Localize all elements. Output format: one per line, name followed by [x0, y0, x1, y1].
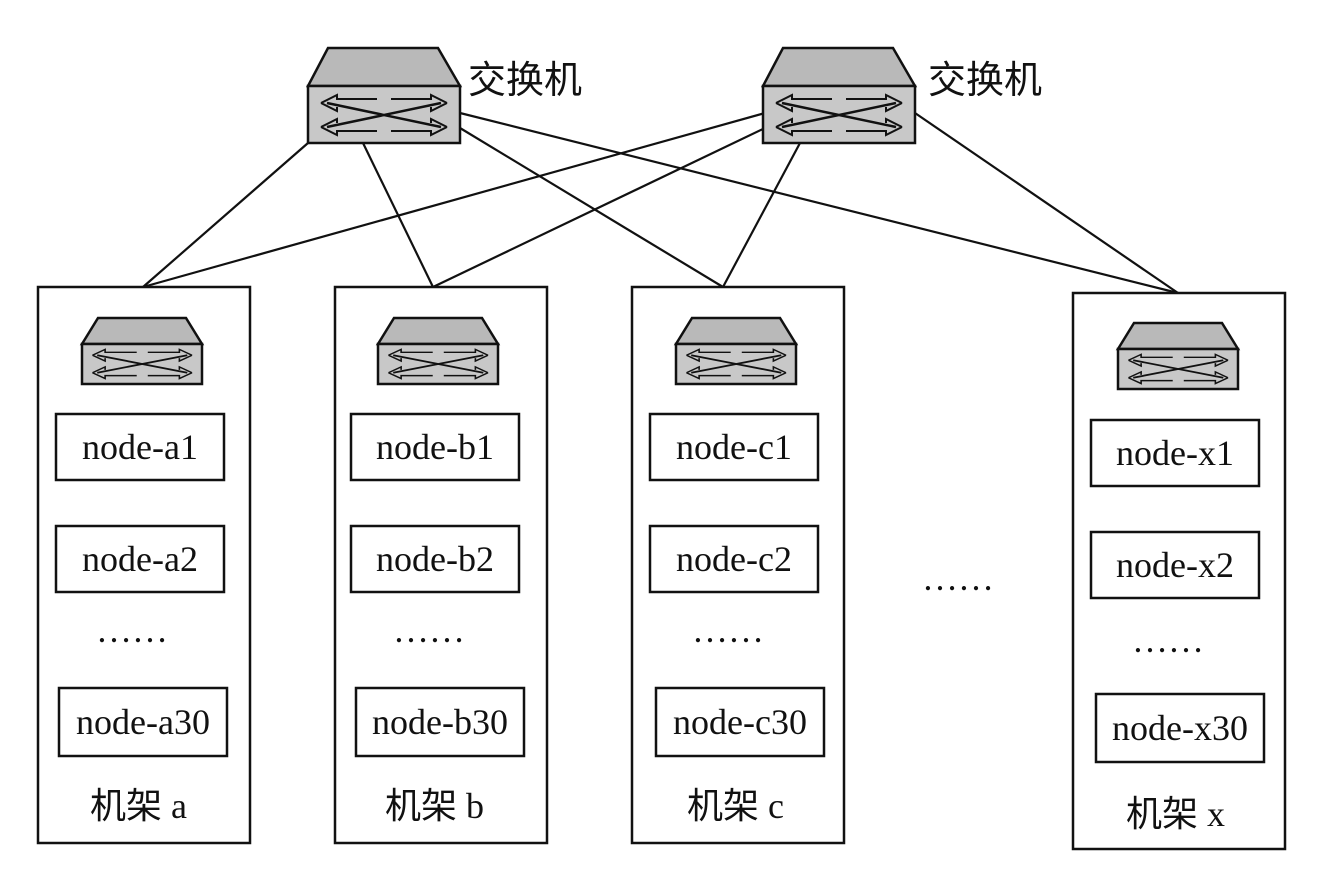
link-sw2-rack-a	[142, 111, 766, 289]
node-label: node-b2	[376, 539, 494, 579]
node-box	[54, 524, 226, 594]
switch-top-face	[760, 46, 918, 88]
rack-switch-icon	[375, 316, 501, 386]
rack-label: 机架 x	[1126, 794, 1225, 834]
core-switch-2-label: 交换机	[928, 58, 1042, 102]
rack-4: node-x1 node-x2 node-x30 …… 机架 x	[1071, 291, 1287, 851]
node-box	[54, 412, 226, 482]
link-sw2-rack-b	[432, 127, 766, 288]
node-label: node-a2	[82, 539, 198, 579]
node-box	[349, 524, 521, 594]
node-box	[654, 686, 826, 758]
node-box	[57, 686, 229, 758]
node-label: node-a30	[76, 702, 210, 742]
node-ellipsis: ……	[1132, 620, 1204, 660]
node-label: node-b1	[376, 427, 494, 467]
switch-top-face	[305, 46, 463, 88]
connection-lines	[142, 111, 1179, 295]
node-label: node-c30	[673, 702, 807, 742]
link-sw1-rack-c	[459, 127, 724, 288]
link-sw2-rack-c	[722, 142, 801, 288]
node-label: node-b30	[372, 702, 508, 742]
between-racks-ellipsis: ……	[922, 558, 994, 598]
node-ellipsis: ……	[393, 610, 465, 650]
rack-label: 机架 b	[385, 786, 484, 826]
node-box	[648, 412, 820, 482]
rack-switch-icon	[673, 316, 799, 386]
node-box	[1089, 530, 1261, 600]
rack-label: 机架 a	[90, 786, 187, 826]
rack-2: node-b1 node-b2 node-b30 …… 机架 b	[333, 285, 549, 845]
node-label: node-x1	[1116, 433, 1234, 473]
node-box	[1094, 692, 1266, 764]
link-sw1-rack-a	[142, 142, 309, 288]
core-switch-1	[305, 46, 463, 145]
node-box	[648, 524, 820, 594]
rack-1: node-a1 node-a2 node-a30 …… 机架 a	[36, 285, 252, 845]
node-box	[349, 412, 521, 482]
node-box	[1089, 418, 1261, 488]
node-label: node-x2	[1116, 545, 1234, 585]
core-switch-1-label: 交换机	[468, 58, 582, 102]
rack-label: 机架 c	[687, 786, 784, 826]
link-sw2-rack-x	[914, 112, 1179, 294]
core-switch-2	[760, 46, 918, 145]
node-label: node-x30	[1112, 708, 1248, 748]
rack-switch-icon	[79, 316, 205, 386]
node-label: node-c1	[676, 427, 792, 467]
node-ellipsis: ……	[96, 610, 168, 650]
node-box	[354, 686, 526, 758]
node-ellipsis: ……	[692, 610, 764, 650]
link-sw1-rack-x	[459, 111, 1179, 295]
rack-3: node-c1 node-c2 node-c30 …… 机架 c	[630, 285, 846, 845]
node-label: node-a1	[82, 427, 198, 467]
node-label: node-c2	[676, 539, 792, 579]
rack-switch-icon	[1115, 321, 1241, 391]
